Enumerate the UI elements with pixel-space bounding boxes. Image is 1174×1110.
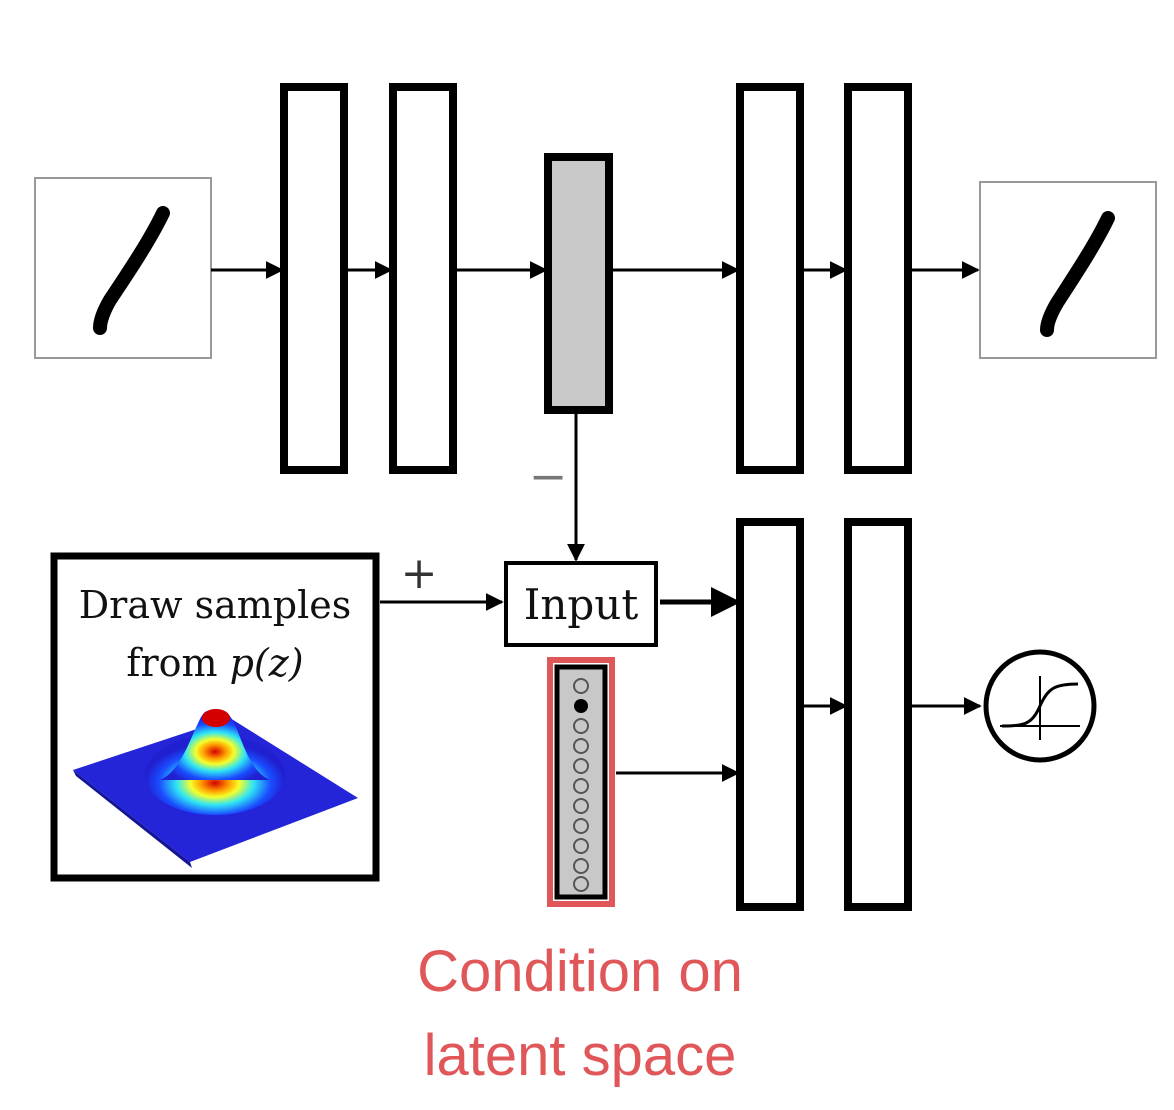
decoder-layer-2 [844,83,912,474]
latent-code-layer [544,153,613,414]
input-box: Input [504,561,658,647]
condition-vector [547,657,615,907]
gaussian-surface-image [73,709,358,868]
output-digit-image [979,181,1157,359]
caption-line-1: Condition on [417,939,743,1004]
minus-sign: − [529,449,568,503]
input-digit-image [34,177,212,359]
plus-sign: + [401,548,438,599]
sampler-line-2: from p(z) [126,641,303,685]
encoder-layer-1 [280,83,348,474]
condition-caption: Condition on latent space [300,930,860,1098]
sampler-box: Draw samples from p(z) [50,552,380,882]
caption-line-2: latent space [423,1023,737,1088]
decoder-layer-1 [736,83,804,474]
sampler-line-1: Draw samples [79,583,352,627]
sigmoid-icon [983,649,1097,763]
generator-layer-1 [736,518,804,911]
generator-layer-2 [844,518,912,911]
encoder-layer-2 [389,83,457,474]
input-label: Input [524,580,639,629]
